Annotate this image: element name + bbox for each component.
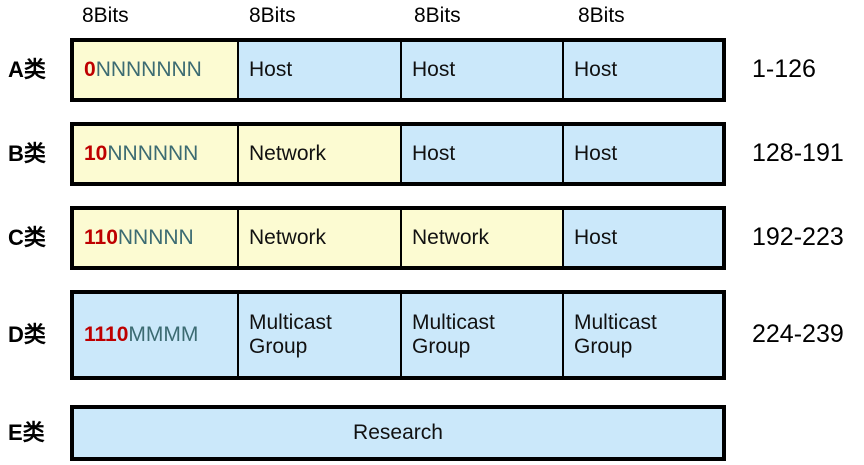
octet-cell-r3-c1: 110NNNNN (74, 210, 239, 266)
octet-label-r2-c4: Host (574, 142, 618, 166)
range-label-3: 192-223 (752, 223, 844, 251)
class-bar-3: 110NNNNN Network Network Host (70, 206, 726, 270)
octet-cell-r2-c1: 10NNNNNN (74, 126, 239, 182)
octet-label-r2-c3: Host (412, 142, 456, 166)
bit-pattern-r2: 10NNNNNN (84, 142, 198, 165)
class-label-1: A类 (8, 57, 46, 82)
octet-cell-r2-c2: Network (239, 126, 402, 182)
bit-variable-r4: MMMM (128, 323, 199, 347)
octet-label-r3-c4: Host (574, 226, 618, 250)
bit-prefix-r3: 110 (84, 226, 118, 250)
bit-variable-r1: NNNNNNN (95, 58, 202, 82)
octet-cell-r3-c2: Network (239, 210, 402, 266)
octet-cell-r5-c1: Research (74, 409, 722, 457)
range-label-1: 1-126 (752, 55, 816, 83)
bit-prefix-r2: 10 (84, 142, 108, 166)
octet-label-r1-c4: Host (574, 58, 618, 82)
column-header-3: 8Bits (414, 4, 461, 27)
octet-cell-r3-c4: Host (564, 210, 722, 266)
range-label-4: 224-239 (752, 320, 844, 348)
octet-cell-r4-c4: Multicast Group (564, 294, 722, 376)
bit-variable-r2: NNNNNN (107, 142, 199, 166)
octet-cell-r4-c2: Multicast Group (239, 294, 402, 376)
bit-pattern-r1: 0NNNNNNN (84, 58, 202, 81)
column-header-1: 8Bits (82, 4, 129, 27)
octet-cell-r1-c4: Host (564, 42, 722, 98)
octet-label-r3-c2: Network (249, 226, 327, 250)
class-bar-5: Research (70, 405, 726, 461)
column-header-4: 8Bits (578, 4, 625, 27)
bit-prefix-r4: 1110 (84, 323, 129, 347)
bit-variable-r3: NNNNN (117, 226, 194, 250)
octet-label-r1-c3: Host (412, 58, 456, 82)
octet-label-r4-c3: Multicast Group (412, 311, 495, 358)
class-bar-1: 0NNNNNNN Host Host Host (70, 38, 726, 102)
octet-cell-r2-c3: Host (402, 126, 564, 182)
class-bar-2: 10NNNNNN Network Host Host (70, 122, 726, 186)
octet-cell-r2-c4: Host (564, 126, 722, 182)
bit-pattern-r4: 1110MMMM (84, 323, 198, 346)
octet-label-r3-c3: Network (412, 226, 490, 250)
octet-cell-r1-c3: Host (402, 42, 564, 98)
octet-label-r5-c1: Research (353, 421, 443, 445)
class-label-2: B类 (8, 141, 46, 166)
octet-cell-r4-c3: Multicast Group (402, 294, 564, 376)
octet-cell-r4-c1: 1110MMMM (74, 294, 239, 376)
class-bar-4: 1110MMMM Multicast Group Multicast Group Mu… (70, 290, 726, 380)
class-label-5: E类 (8, 420, 45, 445)
range-label-2: 128-191 (752, 139, 844, 167)
octet-label-r4-c4: Multicast Group (574, 311, 657, 358)
octet-label-r1-c2: Host (249, 58, 293, 82)
column-header-2: 8Bits (249, 4, 296, 27)
octet-cell-r3-c3: Network (402, 210, 564, 266)
column-header-row: 8Bits 8Bits 8Bits 8Bits (70, 0, 726, 32)
octet-cell-r1-c2: Host (239, 42, 402, 98)
class-label-3: C类 (8, 225, 46, 250)
bit-pattern-r3: 110NNNNN (84, 226, 194, 249)
octet-label-r4-c2: Multicast Group (249, 311, 332, 358)
octet-label-r2-c2: Network (249, 142, 327, 166)
bit-prefix-r1: 0 (84, 58, 96, 82)
octet-cell-r1-c1: 0NNNNNNN (74, 42, 239, 98)
class-label-4: D类 (8, 322, 46, 347)
